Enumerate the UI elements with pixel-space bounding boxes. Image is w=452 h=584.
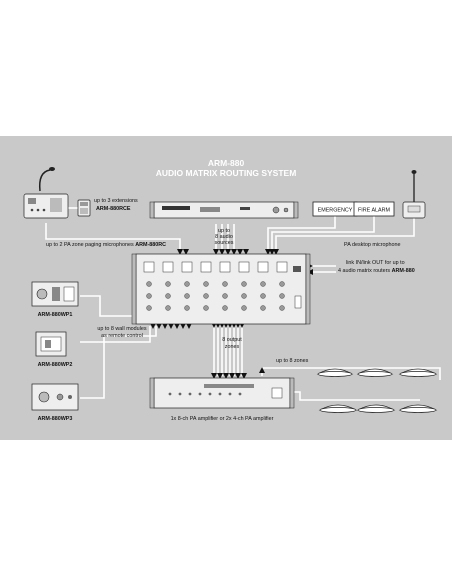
extension-unit-icon xyxy=(77,199,91,217)
up-to-zones-label: up to 8 zones xyxy=(276,358,309,364)
paging-microphone-icon xyxy=(23,167,69,219)
extensions-label: up to 3 extensions xyxy=(94,198,138,204)
desktop-microphone-icon xyxy=(402,170,426,219)
audio-source-rack-icon xyxy=(149,201,299,219)
output-zones-label-1: 8 output xyxy=(222,337,242,343)
ceiling-speaker-icon xyxy=(398,368,438,377)
paging-mics-label: up to 2 PA zone paging microphones ARM-8… xyxy=(46,242,166,248)
desktop-mic-label: PA desktop microphone xyxy=(344,242,401,248)
fire-alarm-box xyxy=(353,201,395,217)
matrix-router-icon xyxy=(131,253,311,325)
amplifier-label: 1x 8-ch PA amplifier or 2x 4-ch PA ampli… xyxy=(171,416,274,422)
ceiling-speaker-icon xyxy=(356,368,394,377)
audio-sources-label-3: sources xyxy=(215,240,234,246)
diagram-panel: ARM-880 AUDIO MATRIX ROUTING SYSTEM xyxy=(0,136,452,440)
audio-sources-label-1: up to xyxy=(218,228,230,234)
ceiling-speaker-icon xyxy=(356,404,396,413)
wall-panel-icon xyxy=(31,281,79,307)
ceiling-speaker-icon xyxy=(318,404,358,413)
output-zones-label-2: zones xyxy=(225,344,240,350)
ceiling-speaker-icon xyxy=(316,368,354,377)
wp1-label: ARM-880WP1 xyxy=(38,312,73,318)
link-label-2: 4 audio matrix routers ARM-880 xyxy=(338,268,415,274)
link-label-1: link IN/link OUT for up to xyxy=(346,260,405,266)
emergency-label: EMERGENCY xyxy=(318,208,353,214)
wall-modules-label-2: as remote control xyxy=(101,333,143,339)
fire-alarm-label: FIRE ALARM xyxy=(358,208,391,214)
diagram-subtitle: AUDIO MATRIX ROUTING SYSTEM xyxy=(156,168,297,178)
pa-amplifier-icon xyxy=(149,377,295,409)
ceiling-speaker-icon xyxy=(398,404,438,413)
wall-modules-label-1: up to 8 wall modules xyxy=(97,326,146,332)
audio-sources-label-2: 8 audio xyxy=(215,234,233,240)
extensions-model: ARM-880RCE xyxy=(96,206,131,212)
wp2-label: ARM-880WP2 xyxy=(38,362,73,368)
wp3-label: ARM-880WP3 xyxy=(38,416,73,422)
wall-panel-icon xyxy=(31,383,79,411)
system-diagram: ARM-880 AUDIO MATRIX ROUTING SYSTEM xyxy=(23,158,441,422)
wall-panel-icon xyxy=(35,331,67,357)
diagram-title: ARM-880 xyxy=(208,158,245,168)
